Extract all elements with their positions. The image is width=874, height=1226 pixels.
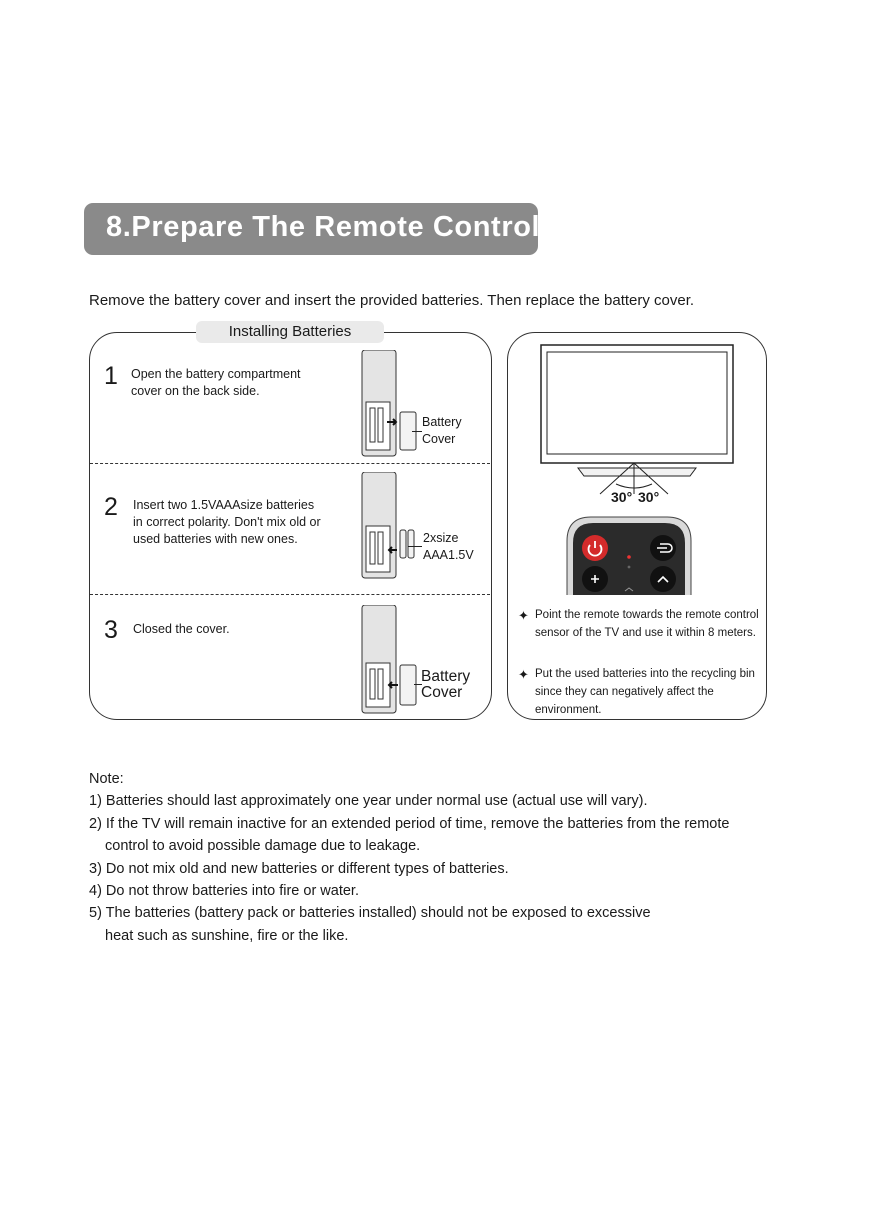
tip-line: environment. bbox=[535, 704, 602, 716]
note-item: 2) If the TV will remain inactive for an… bbox=[89, 815, 730, 832]
intro-text: Remove the battery cover and insert the … bbox=[89, 292, 695, 309]
tip-line: sensor of the TV and use it within 8 met… bbox=[535, 627, 756, 639]
step-2-text: Insert two 1.5VAAAsize batteries in corr… bbox=[133, 497, 321, 548]
step-1-text: Open the battery compartment cover on th… bbox=[131, 366, 301, 400]
remote-batteries-illustration bbox=[361, 472, 415, 579]
step-1-text-line: Open the battery compartment bbox=[131, 367, 301, 381]
section-title: 8.Prepare The Remote Control bbox=[106, 211, 541, 243]
step-2-callout-line: AAA1.5V bbox=[423, 548, 474, 562]
step-2-callout: 2xsize AAA1.5V bbox=[423, 530, 474, 564]
step-1-number: 1 bbox=[104, 362, 118, 390]
star-bullet-icon: ✦ bbox=[518, 608, 529, 623]
step-3-callout-line: Cover bbox=[421, 684, 463, 701]
angle-left-label: 30° bbox=[611, 489, 633, 505]
step-divider bbox=[90, 594, 490, 595]
installing-batteries-panel bbox=[89, 332, 492, 720]
notes-section: Note: 1) Batteries should last approxima… bbox=[89, 768, 729, 947]
step-2-text-line: Insert two 1.5VAAAsize batteries bbox=[133, 498, 315, 512]
tip-text: Point the remote towards the remote cont… bbox=[535, 606, 765, 642]
step-2-number: 2 bbox=[104, 493, 118, 521]
remote-front-illustration bbox=[566, 516, 692, 595]
step-divider bbox=[90, 463, 490, 464]
step-2-callout-line: 2xsize bbox=[423, 531, 459, 545]
step-1-callout-line: Cover bbox=[422, 432, 456, 446]
angle-right-label: 30° bbox=[638, 489, 660, 505]
note-item-continued: heat such as sunshine, fire or the like. bbox=[105, 927, 349, 944]
remote-back-open-illustration bbox=[361, 350, 417, 457]
notes-heading: Note: bbox=[89, 771, 124, 787]
tip-text: Put the used batteries into the recyclin… bbox=[535, 665, 765, 719]
installing-batteries-label: Installing Batteries bbox=[196, 321, 384, 343]
callout-leader bbox=[412, 431, 422, 432]
step-2-text-line: in correct polarity. Don't mix old or bbox=[133, 515, 321, 529]
step-1-text-line: cover on the back side. bbox=[131, 384, 260, 398]
tv-illustration bbox=[540, 344, 734, 495]
step-1-callout: Battery Cover bbox=[422, 414, 462, 448]
section-title-bar: 8.Prepare The Remote Control bbox=[84, 203, 541, 255]
note-item: 5) The batteries (battery pack or batter… bbox=[89, 905, 651, 922]
remote-close-cover-illustration bbox=[361, 605, 417, 714]
step-2-text-line: used batteries with new ones. bbox=[133, 532, 298, 546]
note-item: 1) Batteries should last approximately o… bbox=[89, 793, 648, 810]
step-3-callout-line: Battery bbox=[421, 668, 471, 685]
note-item: 3) Do not mix old and new batteries or d… bbox=[89, 860, 509, 877]
tip-point-remote: ✦ Point the remote towards the remote co… bbox=[518, 606, 762, 642]
step-3-callout: Battery Cover bbox=[421, 669, 470, 701]
step-3-text: Closed the cover. bbox=[133, 622, 230, 636]
note-item: 4) Do not throw batteries into fire or w… bbox=[89, 883, 359, 900]
step-1-callout-line: Battery bbox=[422, 415, 462, 429]
callout-leader bbox=[414, 684, 422, 685]
callout-leader bbox=[408, 546, 422, 547]
star-bullet-icon: ✦ bbox=[518, 667, 529, 682]
tip-line: Point the remote towards the remote cont… bbox=[535, 609, 759, 621]
tip-line: Put the used batteries into the recyclin… bbox=[535, 668, 755, 680]
note-item-continued: control to avoid possible damage due to … bbox=[105, 838, 421, 855]
step-3-number: 3 bbox=[104, 616, 118, 644]
tip-recycle-batteries: ✦ Put the used batteries into the recycl… bbox=[518, 665, 762, 719]
tip-line: since they can negatively affect the bbox=[535, 686, 714, 698]
